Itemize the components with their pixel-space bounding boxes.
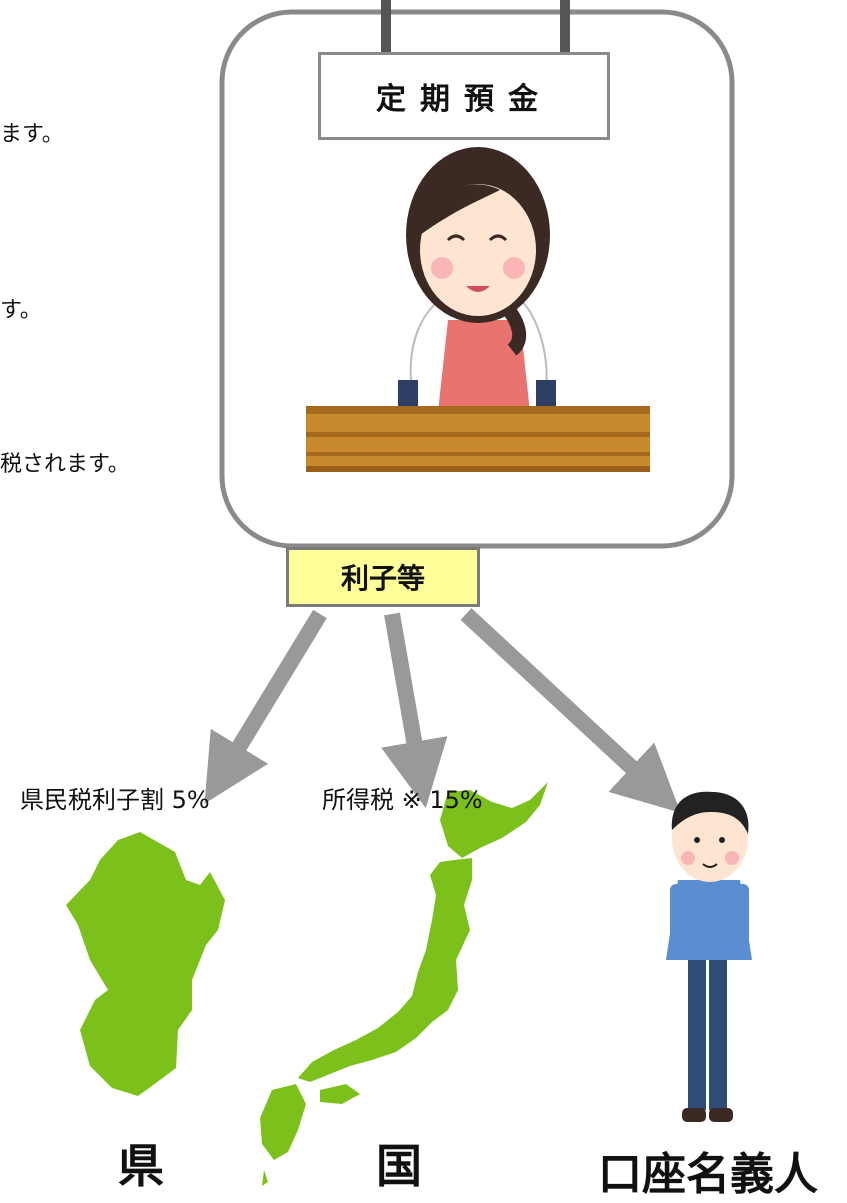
note-line-2: す。 <box>0 298 42 323</box>
sign-hanger-left <box>381 0 391 54</box>
account-holder-illustration <box>666 791 752 1122</box>
interest-label: 利子等 <box>286 547 480 607</box>
arrow-to-nation <box>381 612 448 809</box>
prefecture-map-silhouette <box>66 832 225 1096</box>
account-holder-label: 口座名義人 <box>598 1149 818 1200</box>
nation-label: 国 <box>376 1139 422 1193</box>
note-line-1: ます。 <box>0 122 64 147</box>
prefecture-label: 県 <box>118 1139 164 1193</box>
arrow-to-prefecture <box>204 609 327 804</box>
japan-map-silhouette <box>260 782 548 1186</box>
prefecture-tax-rate: 県民税利子割 5% <box>20 786 210 814</box>
bank-clerk-illustration <box>398 147 556 421</box>
wooden-desk <box>306 406 650 472</box>
national-tax-rate: 所得税 ※ 15% <box>322 786 483 814</box>
fixed-deposit-sign: 定期預金 <box>318 52 610 140</box>
sign-hanger-right <box>560 0 570 54</box>
arrow-to-account-holder <box>460 608 681 813</box>
note-line-3: 税されます。 <box>0 452 130 477</box>
